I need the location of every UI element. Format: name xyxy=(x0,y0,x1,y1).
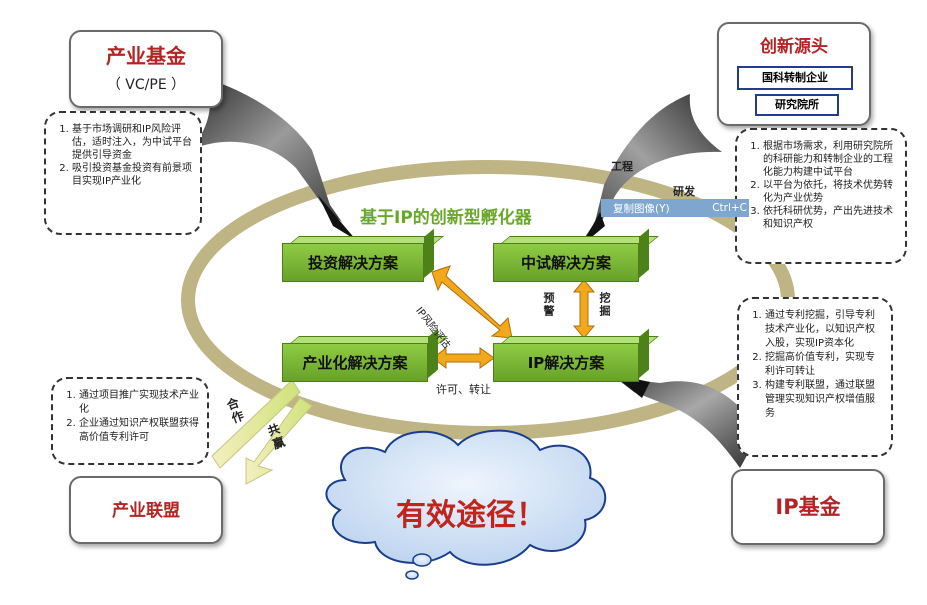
ip-fund-title: IP基金 xyxy=(775,495,841,519)
label-warning: 预警 xyxy=(542,292,555,318)
innovation-tag-enterprise: 国科转制企业 xyxy=(737,66,853,90)
industry-fund-note-2: 吸引投资基金投资有前景项目实现IP产业化 xyxy=(72,162,192,188)
innovation-note-2: 以平台为依托，将技术优势转化为产业优势 xyxy=(763,179,897,205)
copy-image-label: 复制图像(Y) xyxy=(613,202,670,215)
cloud-text: 有效途径！ xyxy=(396,498,546,533)
industry-alliance-title: 产业联盟 xyxy=(112,501,180,521)
copy-image-menu-item[interactable]: 复制图像(Y) Ctrl+C xyxy=(601,199,749,217)
ip-solution-box: IP解决方案 xyxy=(493,328,659,382)
label-mining: 挖掘 xyxy=(598,292,611,318)
industry-fund-title: 产业基金 xyxy=(106,44,186,68)
alliance-note-1: 通过项目推广实现技术产业化 xyxy=(79,389,199,417)
cooperation-arrows xyxy=(211,379,313,485)
ip-note-1: 通过专利挖掘，引导专利技术产业化，以知识产权入股，实现IP资本化 xyxy=(765,309,883,351)
investment-solution-box: 投资解决方案 xyxy=(282,228,444,282)
industry-fund-notes: 基于市场调研和IP风险评估，适时注入，为中试平台提供引导资金 吸引投资基金投资有… xyxy=(44,111,202,235)
investment-solution-label: 投资解决方案 xyxy=(307,254,398,272)
ip-solution-label: IP解决方案 xyxy=(527,354,605,372)
industry-fund-note-1: 基于市场调研和IP风险评估，适时注入，为中试平台提供引导资金 xyxy=(72,123,192,162)
ip-solution-notes: 通过专利挖掘，引导专利技术产业化，以知识产权入股，实现IP资本化 挖掘高价值专利… xyxy=(737,297,893,457)
label-license: 许可、转让 xyxy=(436,383,491,396)
ip-note-3: 构建专利联盟，通过联盟管理实现知识产权增值服务 xyxy=(765,379,883,421)
pilot-solution-box: 中试解决方案 xyxy=(493,228,659,282)
alliance-note-2: 企业通过知识产权联盟获得高价值专利许可 xyxy=(79,417,199,445)
innovation-tag-institute: 研究院所 xyxy=(755,94,839,116)
industry-alliance-card: 产业联盟 xyxy=(69,476,223,544)
industrialization-solution-label: 产业化解决方案 xyxy=(302,354,408,372)
funnel-bottom-right xyxy=(612,375,760,468)
label-engineering: 工程 xyxy=(611,160,633,173)
industrialization-solution-box: 产业化解决方案 xyxy=(282,328,448,382)
industry-fund-subtitle: （ VC/PE ） xyxy=(106,77,186,93)
innovation-source-card: 创新源头 国科转制企业 研究院所 xyxy=(717,22,871,126)
incubator-title: 基于IP的创新型孵化器 xyxy=(360,208,532,228)
funnel-top-left xyxy=(190,78,342,222)
ip-fund-card: IP基金 xyxy=(731,469,885,545)
innovation-notes: 根据市场需求，利用研究院所的科研能力和转制企业的工程化能力构建中试平台 以平台为… xyxy=(735,128,907,264)
label-rnd: 研发 xyxy=(673,185,695,198)
industry-fund-card: 产业基金 （ VC/PE ） xyxy=(69,30,223,108)
alliance-notes: 通过项目推广实现技术产业化 企业通过知识产权联盟获得高价值专利许可 xyxy=(51,377,209,465)
innovation-note-1: 根据市场需求，利用研究院所的科研能力和转制企业的工程化能力构建中试平台 xyxy=(763,140,897,179)
funnel-top-right xyxy=(583,94,722,240)
innovation-note-3: 依托科研优势，产出先进技术和知识产权 xyxy=(763,205,897,231)
copy-image-shortcut: Ctrl+C xyxy=(712,202,747,214)
pilot-solution-label: 中试解决方案 xyxy=(520,254,611,272)
innovation-source-title: 创新源头 xyxy=(760,37,828,57)
ip-note-2: 挖掘高价值专利，实现专利许可转让 xyxy=(765,351,883,379)
cloud xyxy=(325,429,607,580)
